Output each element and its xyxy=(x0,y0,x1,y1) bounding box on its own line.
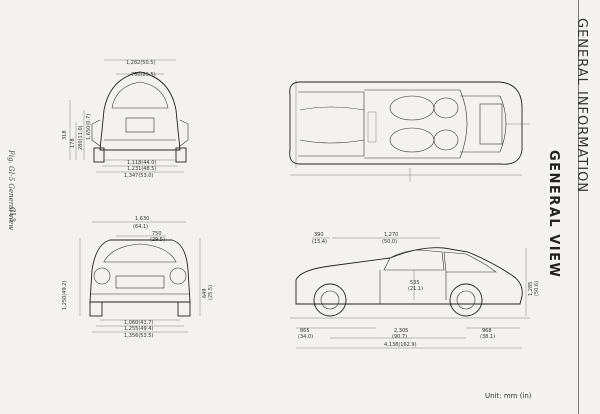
side-rear-overhang-label: 968 xyxy=(482,328,492,334)
top-view-drawing xyxy=(289,80,530,182)
rear-overall-width-label: 1,231(48.5) xyxy=(127,166,156,172)
front-width-b-label: 1,255(49.4) xyxy=(124,326,153,332)
rear-mid-width-label: 750(29.5) xyxy=(131,72,156,78)
side-seat-height-label: 535 xyxy=(410,280,420,286)
front-overall-width-in-label: (64.1) xyxy=(133,224,148,230)
front-height-b-label: 649 xyxy=(202,288,208,298)
front-overall-width-label: 1,630 xyxy=(135,216,149,222)
page-number: GI-3 xyxy=(8,207,16,223)
side-height-in-label: (50.6) xyxy=(534,281,540,296)
side-cabin-label: 1,270 xyxy=(384,232,398,238)
side-wheelbase-in-label: (90.7) xyxy=(392,334,407,340)
front-view-drawing: 1,630 (64.1) 750 (29.5) 1,250(49.2) 649 … xyxy=(62,216,214,339)
rear-top-width-label: 1,282(50.5) xyxy=(126,60,155,66)
rear-height-b-label: 178 xyxy=(70,138,76,148)
front-height-a-label: 1,250(49.2) xyxy=(62,281,68,310)
front-height-c-label: (25.5) xyxy=(208,285,214,300)
rear-height-a-label: 318 xyxy=(62,130,68,140)
rear-height-d-label: 1,650(0.7) xyxy=(86,114,92,140)
side-front-overhang-top-label: 390 xyxy=(314,232,324,238)
side-height-label: 1,285 xyxy=(528,282,534,296)
rear-view-drawing: 1,282(50.5) 750(29.5) 1,118(44.0) 1,231(… xyxy=(62,59,189,179)
unit-note: Unit: mm (in) xyxy=(485,392,532,400)
front-inner-width-label: 750 xyxy=(152,231,162,237)
side-wheelbase-label: 2,305 xyxy=(394,328,408,334)
side-seat-height-in-label: (21.1) xyxy=(408,286,423,292)
side-front-overhang-label: 865 xyxy=(300,328,310,334)
front-width-c-label: 1,356(53.5) xyxy=(124,333,153,339)
rear-track-label: 1,118(44.0) xyxy=(127,160,156,166)
side-view-drawing: 390 (15.4) 1,270 (50.0) 535 (21.1) 1,285… xyxy=(290,232,540,349)
rear-bottom-width-label: 1,347(53.0) xyxy=(124,173,153,179)
header-rule xyxy=(578,0,579,414)
front-width-a-label: 1,060(41.7) xyxy=(124,320,153,326)
page-title: GENERAL VIEW xyxy=(546,150,561,279)
side-overall-length-label: 4,138(162.9) xyxy=(384,342,417,348)
side-rear-overhang-in-label: (38.1) xyxy=(480,334,495,340)
section-title: GENERAL INFORMATION xyxy=(574,18,589,194)
side-cabin-in-label: (50.0) xyxy=(382,239,397,245)
rear-height-c-label: 280(11.0) xyxy=(78,125,84,150)
front-inner-width-in-label: (29.5) xyxy=(150,237,165,243)
figure-caption: Fig. GI-5 General view xyxy=(7,150,15,231)
side-front-overhang-in-label: (34.0) xyxy=(298,334,313,340)
side-front-overhang-top-in-label: (15.4) xyxy=(312,239,327,245)
